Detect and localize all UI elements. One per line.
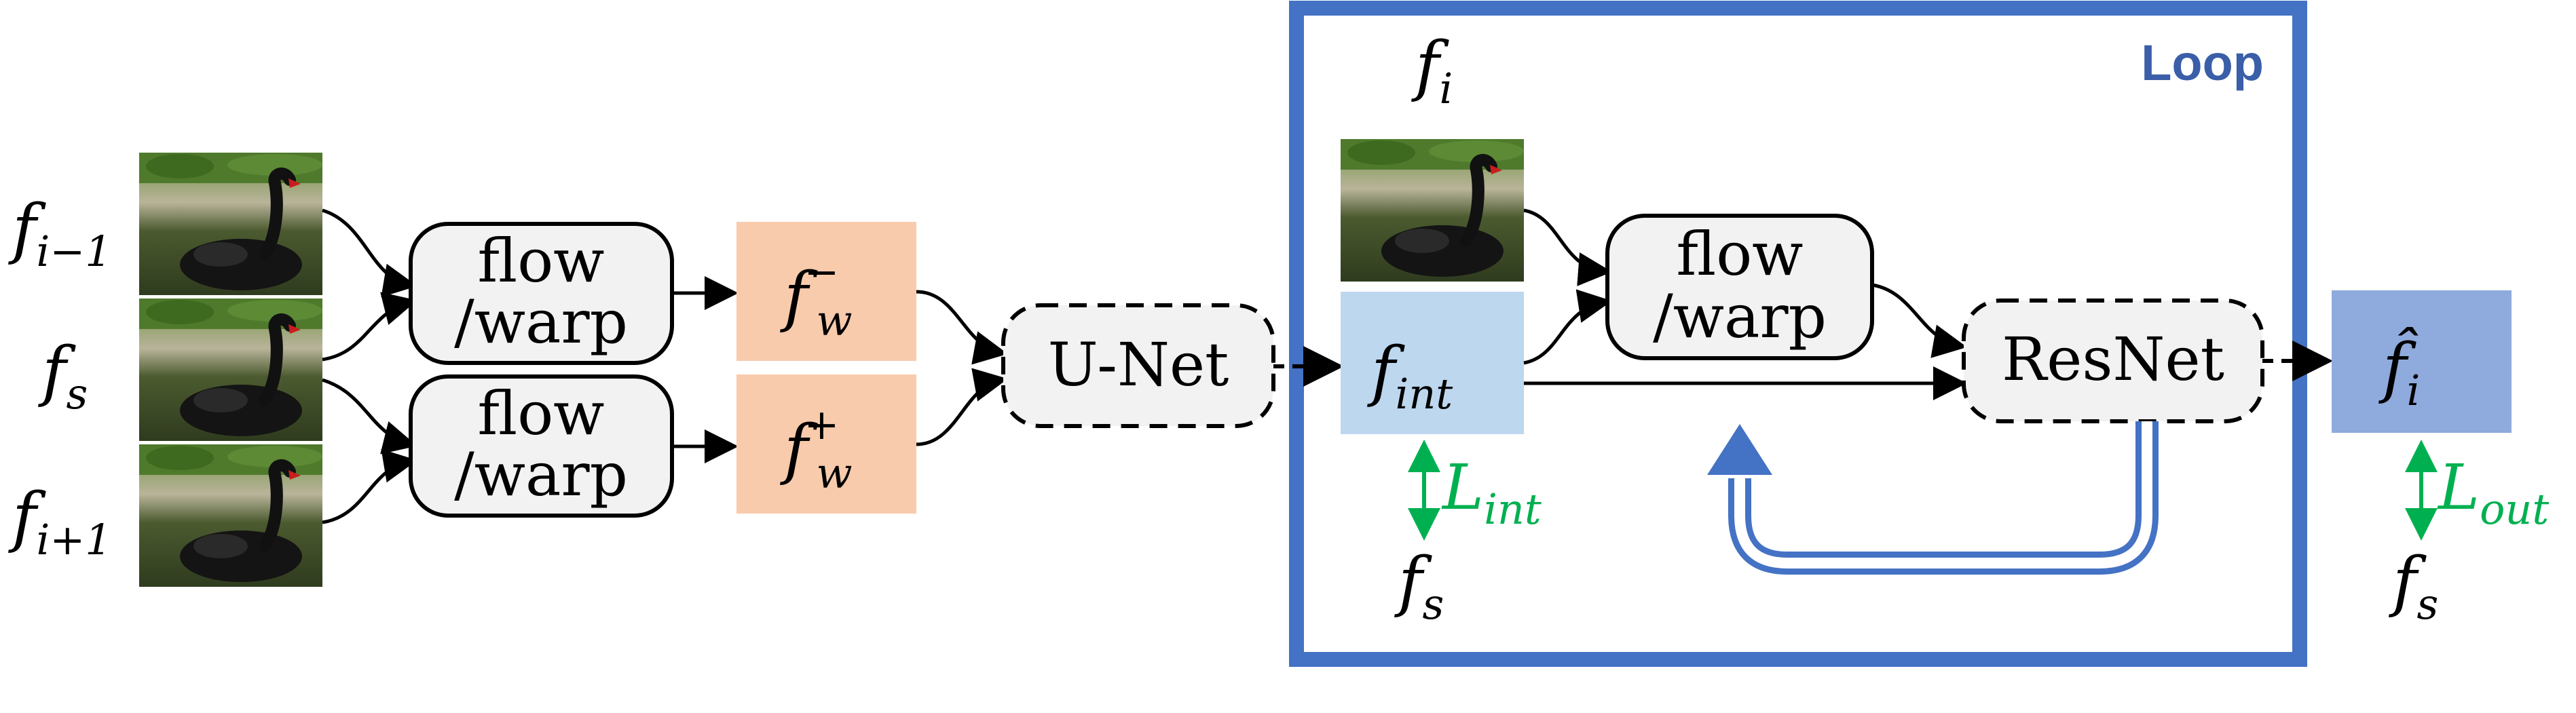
flow-warp-3-line2: /warp: [1653, 282, 1827, 351]
loop-input-image: [1341, 139, 1524, 282]
input-image-cur: [139, 298, 322, 441]
input-image-prev: [139, 153, 322, 295]
label-f-prev: fi−1: [8, 191, 112, 276]
loop-container: [1289, 1, 2307, 667]
fw-minus-box: [736, 222, 916, 361]
arrow-next-to-flow2: [322, 448, 417, 524]
arrow-fw-minus-to-unet: [916, 290, 1008, 365]
flow-warp-1-line1: flow: [478, 226, 605, 296]
feedback-loop-arrowhead: [1707, 424, 1772, 475]
output-box: [2332, 290, 2512, 433]
loss-int-label: Lint: [1441, 451, 1542, 534]
flow-warp-3-line1: flow: [1677, 219, 1804, 289]
fint-box: [1341, 292, 1524, 434]
arrow-cur-to-flow1: [322, 292, 417, 362]
feedback-loop-arrow-inner: [1734, 421, 2152, 569]
label-f-next: fi+1: [8, 479, 112, 564]
label-f-s: fs: [38, 333, 88, 419]
fw-minus-label: f−w: [780, 247, 853, 345]
fint-label: fint: [1367, 333, 1453, 419]
resnet-label: ResNet: [2002, 324, 2224, 394]
arrow-image-to-flow3: [1523, 208, 1612, 286]
arrow-prev-to-flow1: [322, 208, 417, 298]
label-fi-top: fi: [1411, 28, 1453, 113]
loop-label: Loop: [2141, 35, 2264, 91]
label-fs-bottom-2: fs: [2389, 543, 2438, 629]
arrow-cur-to-flow2: [322, 378, 417, 455]
unet-label: U-Net: [1048, 330, 1229, 400]
arrow-flow3-to-resnet: [1871, 283, 1967, 358]
flow-warp-2-line1: flow: [478, 379, 605, 448]
input-image-next: [139, 444, 322, 587]
flow-warp-2-line2: /warp: [454, 440, 628, 509]
fw-plus-box: [736, 374, 916, 514]
label-fs-bottom-1: fs: [1394, 543, 1444, 629]
unet-box: [1001, 303, 1275, 428]
loss-out-label: Lout: [2437, 451, 2549, 534]
arrow-fw-plus-to-unet: [916, 368, 1008, 446]
flow-warp-box-3: [1605, 214, 1874, 360]
feedback-loop-arrow: [1728, 421, 2159, 575]
resnet-box: [1962, 298, 2264, 423]
arrow-fint-to-flow3: [1523, 289, 1612, 365]
flow-warp-1-line2: /warp: [454, 287, 628, 357]
